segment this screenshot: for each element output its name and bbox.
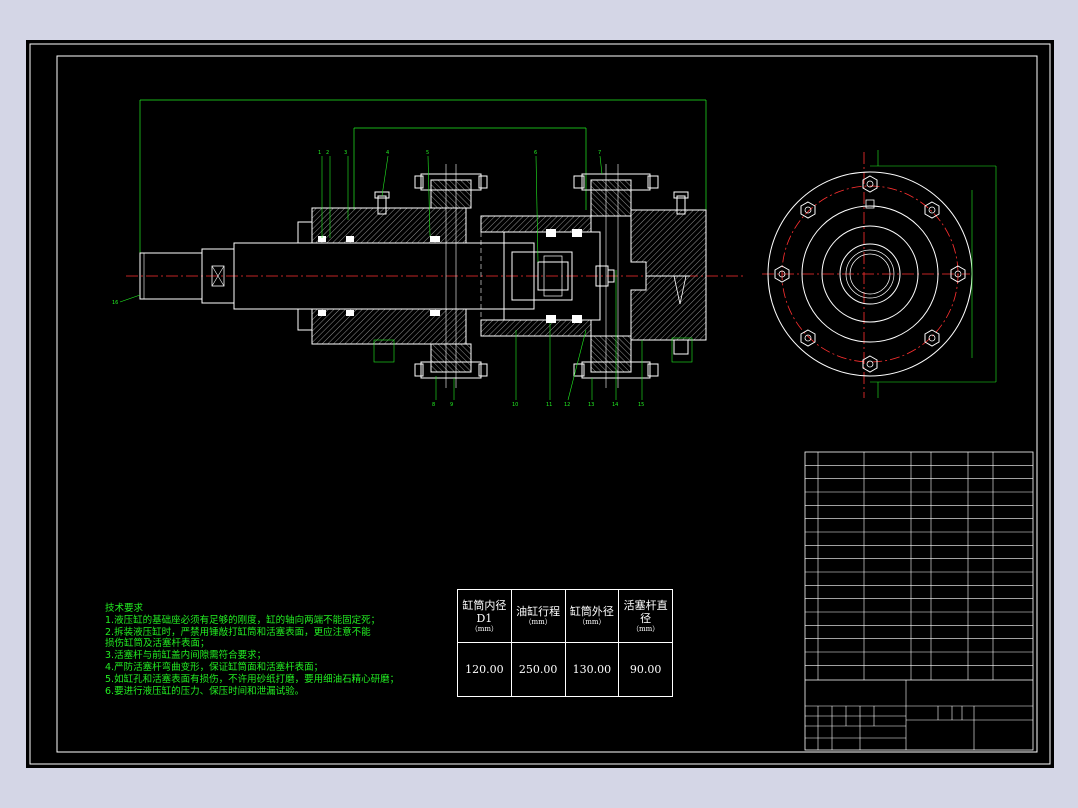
cad-drawing: 12 3 4 5 6 7 8 9 10 11 12 13 14 15 16 [29,43,1051,765]
tech-line: 4.严防活塞杆弯曲变形，保证缸筒面和活塞杆表面； [105,661,324,673]
tech-heading: 技术要求 [105,603,144,614]
param-value-outer-dia: 130.00 [564,642,620,697]
svg-text:10: 10 [512,402,518,408]
svg-text:3: 3 [344,150,347,156]
svg-text:12: 12 [564,402,570,408]
param-header-bore: 缸筒内径D1（mm） [457,589,512,643]
flange-end-view [762,150,997,398]
tech-line: 6.要进行液压缸的压力、保压时间和泄漏试验。 [105,685,305,697]
svg-text:16: 16 [112,300,118,306]
param-value-bore: 120.00 [457,642,512,697]
param-header-stroke: 油缸行程（mm） [510,589,566,643]
parts-list-and-title-block [804,451,1034,751]
param-header-outer-dia: 缸筒外径（mm） [564,589,620,643]
svg-text:5: 5 [426,150,429,156]
cylinder-section-view: 12 3 4 5 6 7 8 9 10 11 12 13 14 15 16 [112,99,746,408]
svg-text:7: 7 [598,150,601,156]
tech-line: 1.液压缸的基础座必须有足够的刚度，缸的轴向两端不能固定死； [105,614,381,626]
svg-text:1: 1 [318,150,321,156]
tech-line: 损伤缸筒及活塞杆表面； [105,638,210,650]
cylinder-parameter-table: 缸筒内径D1（mm） 油缸行程（mm） 缸筒外径（mm） 活塞杆直径（mm） 1… [457,589,673,697]
technical-requirements: 技术要求 1.液压缸的基础座必须有足够的刚度，缸的轴向两端不能固定死； 2.拆装… [105,603,399,697]
svg-text:2: 2 [326,150,329,156]
svg-text:4: 4 [386,150,389,156]
tech-line: 2.拆装液压缸时，严禁用锤敲打缸筒和活塞表面，更应注意不能 [105,626,371,638]
svg-text:11: 11 [546,402,552,408]
tech-line: 5.如缸孔和活塞表面有损伤，不许用砂纸打磨，要用细油石精心研磨； [105,673,400,685]
svg-text:13: 13 [588,402,594,408]
svg-text:9: 9 [450,402,453,408]
tech-line: 3.活塞杆与前缸盖内间隙需符合要求； [105,650,267,662]
svg-text:8: 8 [432,402,435,408]
param-value-stroke: 250.00 [510,642,566,697]
svg-text:6: 6 [534,150,537,156]
param-value-rod-dia: 90.00 [618,642,673,697]
outer-frame [29,43,1051,765]
inner-frame [56,55,1038,753]
svg-text:15: 15 [638,402,644,408]
param-header-rod-dia: 活塞杆直径（mm） [618,589,673,643]
svg-text:14: 14 [612,402,618,408]
